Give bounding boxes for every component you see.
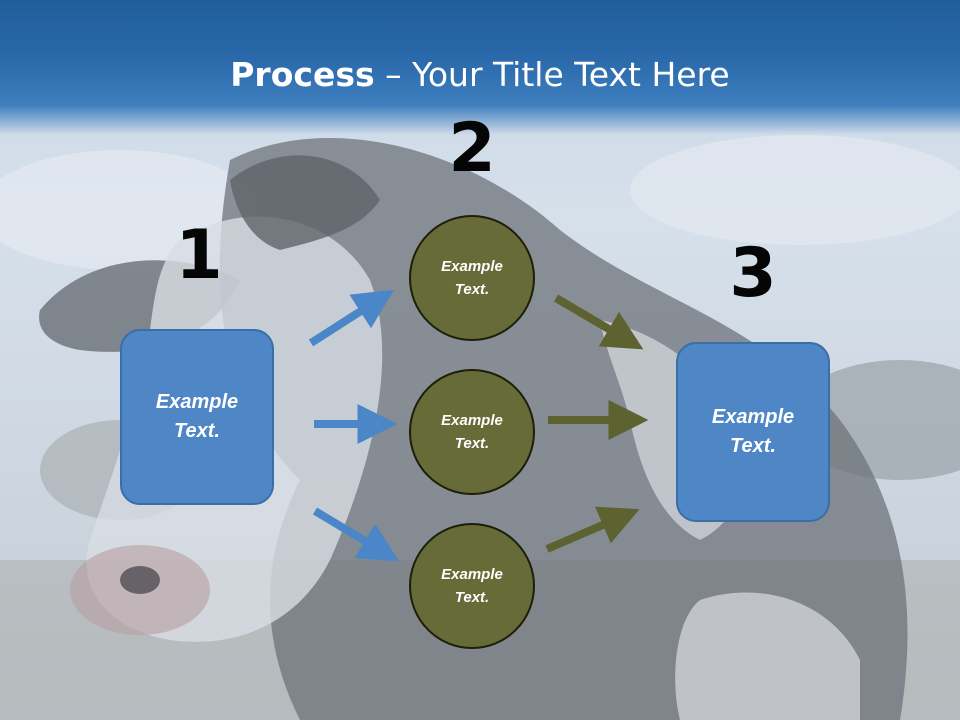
title-bar [0,0,960,135]
arrow-box-to-circle-1 [308,289,394,347]
step-1-box: Example Text. [120,329,274,505]
circle-middle-label: Example Text. [441,412,503,452]
arrow-box-to-circle-3 [312,507,400,562]
step-number-1: 1 [175,216,223,295]
arrow-circle-1-to-box [553,294,644,350]
title-bold: Process [230,55,375,94]
step-number-2: 2 [448,109,496,188]
step-2-circle-middle: Example Text. [409,369,535,495]
arrow-circle-3-to-box [545,506,640,553]
circle-bottom-label: Example Text. [441,566,503,606]
step-3-label: Example Text. [711,406,795,457]
step-3-box: Example Text. [676,342,830,522]
step-2-circle-bottom: Example Text. [409,523,535,649]
slide-title: Process – Your Title Text Here [0,54,960,96]
circle-top-label: Example Text. [441,258,503,298]
step-number-3: 3 [729,234,777,313]
step-2-circle-top: Example Text. [409,215,535,341]
title-rest: – Your Title Text Here [374,55,730,94]
step-1-label: Example Text. [155,391,239,442]
